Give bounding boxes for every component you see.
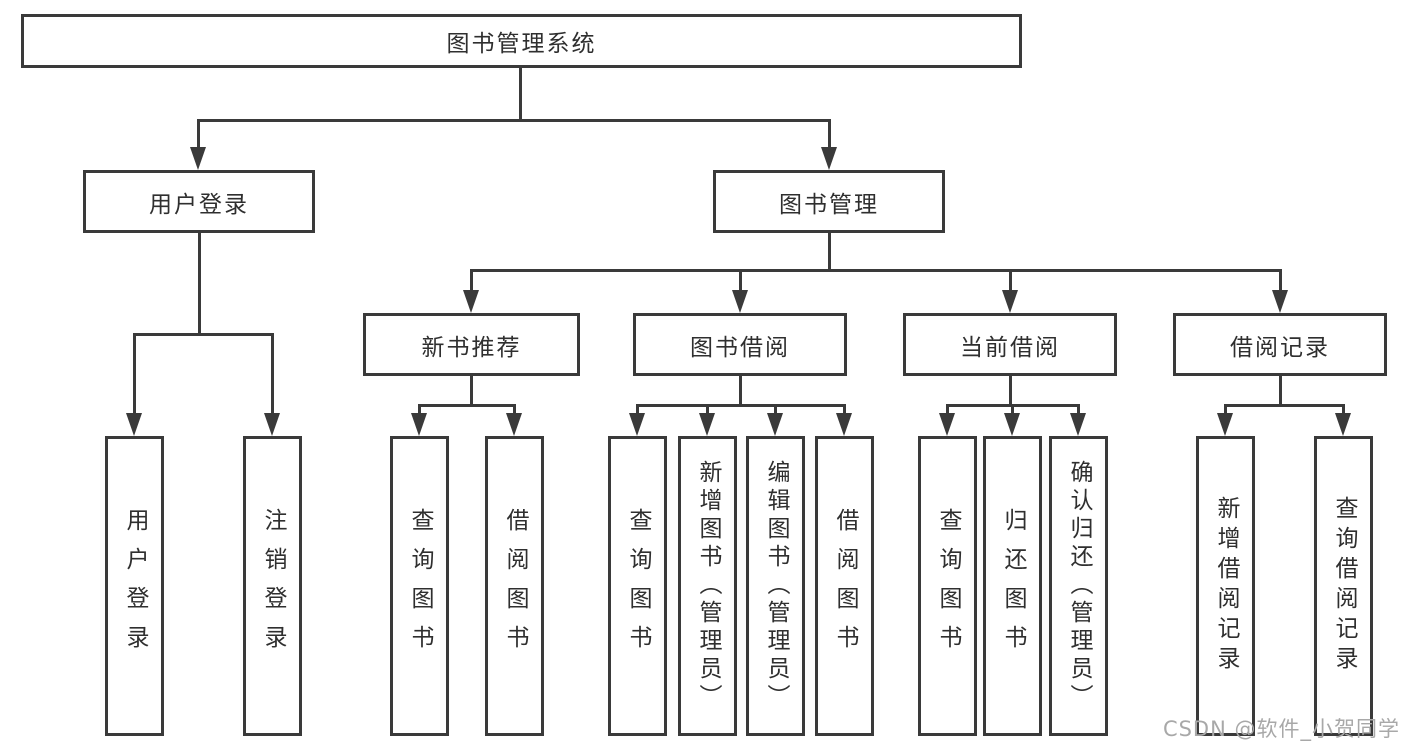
leaf-query-books: 查询图书 [390,436,449,736]
arrow-down-icon [699,413,715,436]
arrow-down-icon [767,413,783,436]
connector-line [1011,404,1014,414]
leaf-add-borrow-record: 新增借阅记录 [1196,436,1255,736]
connector-line [636,404,639,414]
connector-line [828,233,831,272]
connector-line [470,269,1282,272]
leaf-add-books-admin: 新增图书（管理员） [678,436,737,736]
connector-line [197,119,200,148]
leaf-label: 查询图书 [625,508,651,664]
arrow-down-icon [836,413,852,436]
connector-line [636,404,846,407]
leaf-label: 借阅图书 [832,508,858,664]
connector-line [470,376,473,407]
arrow-down-icon [732,290,748,313]
node-user-login: 用户登录 [83,170,315,233]
arrow-down-icon [190,147,206,170]
leaf-label: 确认归还（管理员） [1066,460,1092,712]
arrow-down-icon [506,413,522,436]
leaf-label: 注销登录 [260,508,286,664]
arrow-down-icon [1335,413,1351,436]
leaf-label: 查询图书 [935,508,961,664]
arrow-down-icon [264,413,280,436]
csdn-watermark: CSDN @软件_小贺同学 [1162,717,1400,741]
connector-line [133,333,136,413]
connector-line [418,404,421,414]
leaf-return-books: 归还图书 [983,436,1042,736]
arrow-down-icon [629,413,645,436]
arrow-down-icon [463,290,479,313]
node-root: 图书管理系统 [21,14,1022,68]
leaf-query-books: 查询图书 [918,436,977,736]
arrow-down-icon [1004,413,1020,436]
node-current-borrowing: 当前借阅 [903,313,1117,376]
connector-line [1224,404,1345,407]
leaf-label: 编辑图书（管理员） [763,460,789,712]
leaf-label: 查询借阅记录 [1331,496,1357,676]
leaf-query-books: 查询图书 [608,436,667,736]
arrow-down-icon [1272,290,1288,313]
arrow-down-icon [1070,413,1086,436]
leaf-label: 查询图书 [407,508,433,664]
leaf-label: 新增借阅记录 [1213,496,1239,676]
node-borrowing-records: 借阅记录 [1173,313,1387,376]
arrow-down-icon [1217,413,1233,436]
leaf-edit-books-admin: 编辑图书（管理员） [746,436,805,736]
connector-line [774,404,777,414]
arrow-down-icon [939,413,955,436]
leaf-logout: 注销登录 [243,436,302,736]
arrow-down-icon [821,147,837,170]
arrow-down-icon [1002,290,1018,313]
connector-line [1279,376,1282,407]
connector-line [828,119,831,148]
connector-line [197,119,831,122]
leaf-borrow-books: 借阅图书 [485,436,544,736]
node-book-borrowing: 图书借阅 [633,313,847,376]
connector-line [271,333,274,413]
connector-line [843,404,846,414]
connector-line [739,269,742,290]
arrow-down-icon [411,413,427,436]
arrow-down-icon [126,413,142,436]
leaf-label: 归还图书 [1000,508,1026,664]
connector-line [470,269,473,290]
connector-line [946,404,949,414]
connector-line [739,376,742,407]
connector-line [1009,269,1012,290]
node-book-management: 图书管理 [713,170,945,233]
connector-line [706,404,709,414]
leaf-borrow-books: 借阅图书 [815,436,874,736]
connector-line [519,68,522,119]
leaf-label: 新增图书（管理员） [695,460,721,712]
connector-line [1009,376,1012,407]
connector-line [1077,404,1080,414]
leaf-label: 借阅图书 [502,508,528,664]
connector-line [1279,269,1282,290]
connector-line [1224,404,1227,414]
node-new-book-recommendation: 新书推荐 [363,313,580,376]
connector-line [133,333,274,336]
connector-line [418,404,516,407]
leaf-confirm-return-admin: 确认归还（管理员） [1049,436,1108,736]
leaf-label: 用户登录 [122,508,148,664]
connector-line [513,404,516,414]
leaf-query-borrow-record: 查询借阅记录 [1314,436,1373,736]
leaf-user-login: 用户登录 [105,436,164,736]
connector-line [1342,404,1345,414]
connector-line [198,232,201,335]
